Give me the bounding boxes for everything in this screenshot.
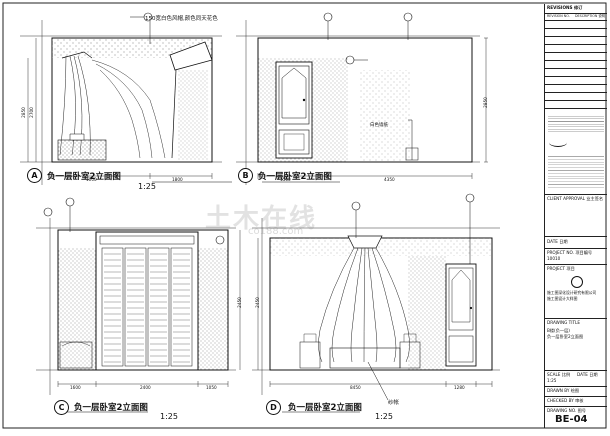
dim-d-0: 8450 (350, 385, 361, 390)
note-b-wall: 白色墙纸 (370, 123, 388, 128)
dim-b-0: 1500 (280, 177, 291, 182)
view-title-c: 负一层卧室2立面图 (74, 403, 148, 413)
drawing-no-label: DRAWING NO. 图号 (547, 408, 586, 413)
dim-a-2: 2850 (20, 107, 26, 118)
note-d-bottom: 纱帐 (388, 400, 400, 406)
view-title-a: 负一层卧室2立面图 (47, 172, 121, 182)
elevation-a (20, 12, 222, 185)
view-scale-c: 1:25 (160, 412, 178, 421)
view-title-d: 负一层卧室2立面图 (288, 403, 362, 413)
dim-b-1: 4350 (384, 177, 395, 182)
elevation-d (252, 193, 500, 401)
drawing-title-1: B楼(负一层) (547, 328, 570, 333)
address-lines (548, 154, 604, 190)
watermark-subtext: co188.com (248, 226, 304, 237)
drawing-no: BE-04 (555, 414, 588, 425)
dim-b-2: 2850 (482, 97, 488, 108)
elevation-c (36, 197, 241, 395)
sheet-border (2, 2, 607, 429)
description-label: DESCRIPTION 说明 (575, 14, 605, 18)
view-letter-a: A (27, 168, 42, 183)
dim-a-3: 2700 (28, 107, 34, 118)
project-logo-icon (571, 276, 583, 288)
client-approval-label: CLIENT APPROVAL 业主签名 (547, 196, 604, 201)
company-name-2: 施工图设计大样图 (547, 296, 578, 301)
view-scale-d: 1:25 (375, 412, 393, 421)
scale-value: 1:25 (547, 378, 557, 383)
dim-c-3: 2450 (236, 297, 242, 308)
dim-a-1: 1800 (172, 177, 183, 182)
dim-d-2: 1280 (454, 385, 465, 390)
elevation-b (236, 12, 488, 185)
tb-date-label: DATE 日期 (577, 372, 598, 377)
dim-d-1: 2450 (254, 297, 260, 308)
scale-label: SCALE 比例 (547, 372, 571, 377)
dim-c-2: 1050 (206, 385, 217, 390)
view-letter-b: B (238, 168, 253, 183)
revision-no-label: REVISION NO. (547, 14, 570, 18)
view-letter-d: D (266, 400, 281, 415)
project-no-label: PROJECT NO. 项目编号 (547, 250, 593, 255)
date-label: DATE 日期 (547, 239, 568, 244)
note-a-top: 150宽白色风帽,颜色同天花色 (145, 16, 218, 22)
view-scale-a: 1:25 (138, 182, 156, 191)
view-title-b: 负一层卧室2立面图 (258, 172, 332, 182)
dim-c-0: 1600 (70, 385, 81, 390)
drawn-by-label: DRAWN BY 绘图 (547, 388, 580, 393)
company-logo-mark (549, 138, 567, 147)
drawing-title-label: DRAWING TITLE (547, 320, 581, 325)
dim-a-0: 1000 (86, 177, 97, 182)
revisions-label: REVISIONS 修订 (547, 5, 583, 10)
company-name: 施工图深化设计研究有限公司 (547, 290, 597, 295)
watermark-text: 土木在线 (205, 204, 318, 234)
drawing-title-2: 负一层卧室2立面图 (547, 334, 584, 339)
title-block: REVISIONS 修订 REVISION NO. DESCRIPTION 说明… (544, 4, 607, 428)
dim-c-1: 2400 (140, 385, 151, 390)
project-label: PROJECT 项目 (547, 266, 575, 271)
view-letter-c: C (54, 400, 69, 415)
project-no: 10010 (547, 256, 561, 261)
notes-lines (548, 114, 604, 134)
checked-by-label: CHECKED BY 审核 (547, 398, 584, 403)
